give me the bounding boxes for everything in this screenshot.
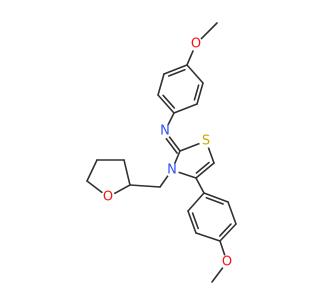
atom-background: [158, 124, 172, 138]
atom-background: [165, 163, 179, 177]
bond-b2-b3: [227, 201, 237, 225]
bond-b5-b6-double: [191, 212, 199, 230]
bond-b4-b5: [195, 232, 221, 242]
molecule-structure: O N S N O O: [86, 22, 237, 283]
bond-b3-b4: [219, 223, 237, 242]
bond-a5-a6: [196, 82, 204, 105]
bond-b3-b4-double: [218, 223, 232, 237]
bond-b1-b2-double: [205, 196, 224, 205]
atom-background: [189, 37, 203, 51]
bond-c4-b1: [195, 177, 205, 194]
atom-n_imine: N: [158, 124, 172, 139]
bond-a6-a1: [186, 64, 204, 84]
bond-b6-b1: [187, 192, 205, 212]
bond-me_top-o_top: [200, 22, 218, 40]
bond-b5-b6: [187, 210, 197, 234]
bond-a2-a3: [157, 73, 165, 96]
bond-o_bottom-me_bot: [211, 266, 224, 283]
atom-o_top: O: [189, 37, 203, 52]
bond-a4-n_imine: [167, 112, 175, 126]
bond-o_top-a1: [186, 49, 195, 66]
bond-c5-c4: [195, 162, 215, 179]
atom-label-o: O: [191, 37, 201, 52]
atom-s_ring: S: [199, 134, 213, 149]
bond-a4-a5: [173, 103, 198, 114]
atom-label-n: N: [160, 124, 170, 139]
bond-o_thf-th1: [113, 184, 131, 195]
bond-a3-a4-double: [162, 94, 176, 109]
atom-background: [220, 255, 234, 269]
bond-layer: [86, 22, 237, 283]
bond-th4-o_thf: [86, 180, 104, 194]
bond-s_ring-c5: [207, 146, 215, 164]
atom-background: [199, 134, 213, 148]
bond-th3-th4: [86, 159, 98, 182]
bond-a3-a4: [157, 94, 175, 114]
bond-b1-b2: [203, 192, 229, 203]
atom-label-o: O: [103, 190, 113, 205]
bond-c5-c4-double: [195, 161, 210, 174]
bond-th1-th2: [123, 159, 131, 186]
bond-a1-a2-double: [167, 68, 186, 77]
atom-label-s: S: [202, 134, 210, 149]
bond-n_ring-c2: [173, 150, 181, 165]
bond-a5-a6-double: [193, 84, 200, 101]
atom-o_bottom: O: [220, 255, 234, 270]
bond-n_imine-c2-double: [165, 137, 178, 154]
atom-background: [101, 190, 115, 204]
atom-o_thf: O: [101, 190, 115, 205]
bond-a1-a2: [163, 64, 188, 75]
bond-n_ring-ch2: [159, 174, 169, 188]
atom-label-o: O: [222, 255, 232, 270]
bond-c2-s_ring: [179, 142, 201, 152]
bond-b4-o_bottom: [219, 240, 226, 257]
atom-label-n: N: [167, 163, 177, 178]
bond-ch2-th1: [129, 184, 161, 188]
bond-n_imine-c2: [168, 135, 181, 152]
bond-c4-n_ring: [177, 171, 197, 179]
atom-label-layer: O N S N O O: [101, 37, 234, 270]
atom-n_ring: N: [165, 163, 179, 178]
